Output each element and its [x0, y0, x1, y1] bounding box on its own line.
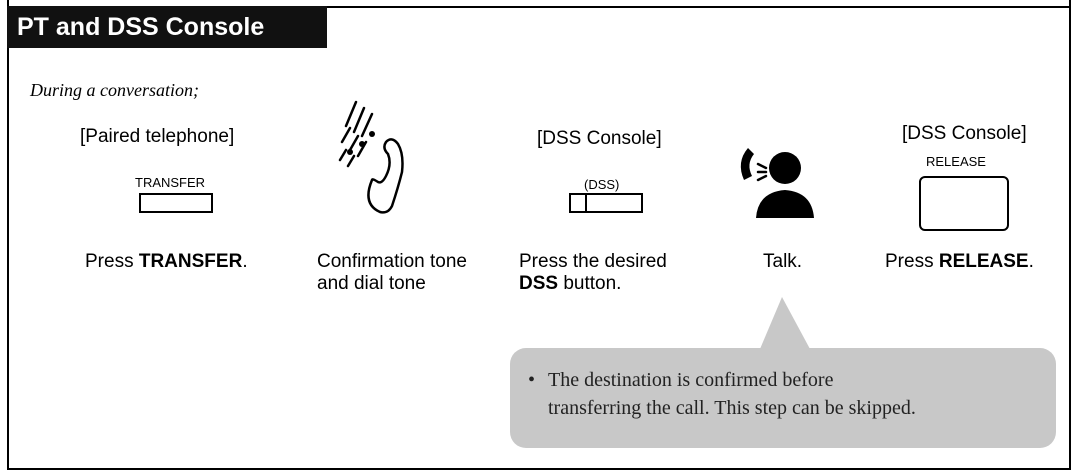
intro-text: During a conversation;: [30, 80, 199, 100]
step3-caption: Press the desired DSS button.: [519, 251, 667, 295]
step5-caption-bold: RELEASE: [938, 251, 1029, 272]
note-line2: transferring the call. This step can be …: [548, 397, 916, 419]
step1-caption-bold: TRANSFER: [138, 251, 243, 272]
step5-caption-post: .: [1028, 251, 1034, 272]
dss-key-label: (DSS): [584, 177, 620, 192]
release-key-label: RELEASE: [926, 154, 986, 169]
step2-caption-line2: and dial tone: [317, 273, 426, 294]
note-bullet: •: [528, 369, 536, 391]
step1-device-label: [Paired telephone]: [80, 126, 235, 147]
step2-caption-line1: Confirmation tone: [317, 251, 467, 272]
step3-caption-line1: Press the desired: [519, 251, 667, 272]
top-border: [315, 6, 1071, 8]
step2-caption: Confirmation tone and dial tone: [317, 251, 467, 295]
release-key: [919, 176, 1009, 231]
step5-device-label: [DSS Console]: [902, 123, 1027, 144]
talking-person-icon: [740, 148, 814, 218]
step5-caption: Press RELEASE.: [885, 251, 1034, 273]
note-box: [510, 348, 1056, 448]
transfer-key: [139, 193, 213, 213]
step1-caption-post: .: [242, 251, 248, 272]
step3-device-label: [DSS Console]: [537, 128, 662, 149]
step3-caption-bold: DSS: [519, 273, 559, 294]
step1-caption-pre: Press: [85, 251, 139, 272]
step4-caption: Talk.: [763, 251, 803, 272]
note-line1: The destination is confirmed before: [548, 369, 834, 391]
console-frame: [7, 0, 1071, 470]
step5-caption-pre: Press: [885, 251, 939, 272]
section-title: PT and DSS Console: [7, 6, 327, 48]
dss-key: [569, 193, 643, 213]
step1-caption: Press TRANSFER.: [85, 251, 248, 273]
step3-caption-post: button.: [558, 273, 622, 294]
transfer-key-label: TRANSFER: [135, 175, 206, 190]
handset-tone-icon: [338, 100, 404, 214]
